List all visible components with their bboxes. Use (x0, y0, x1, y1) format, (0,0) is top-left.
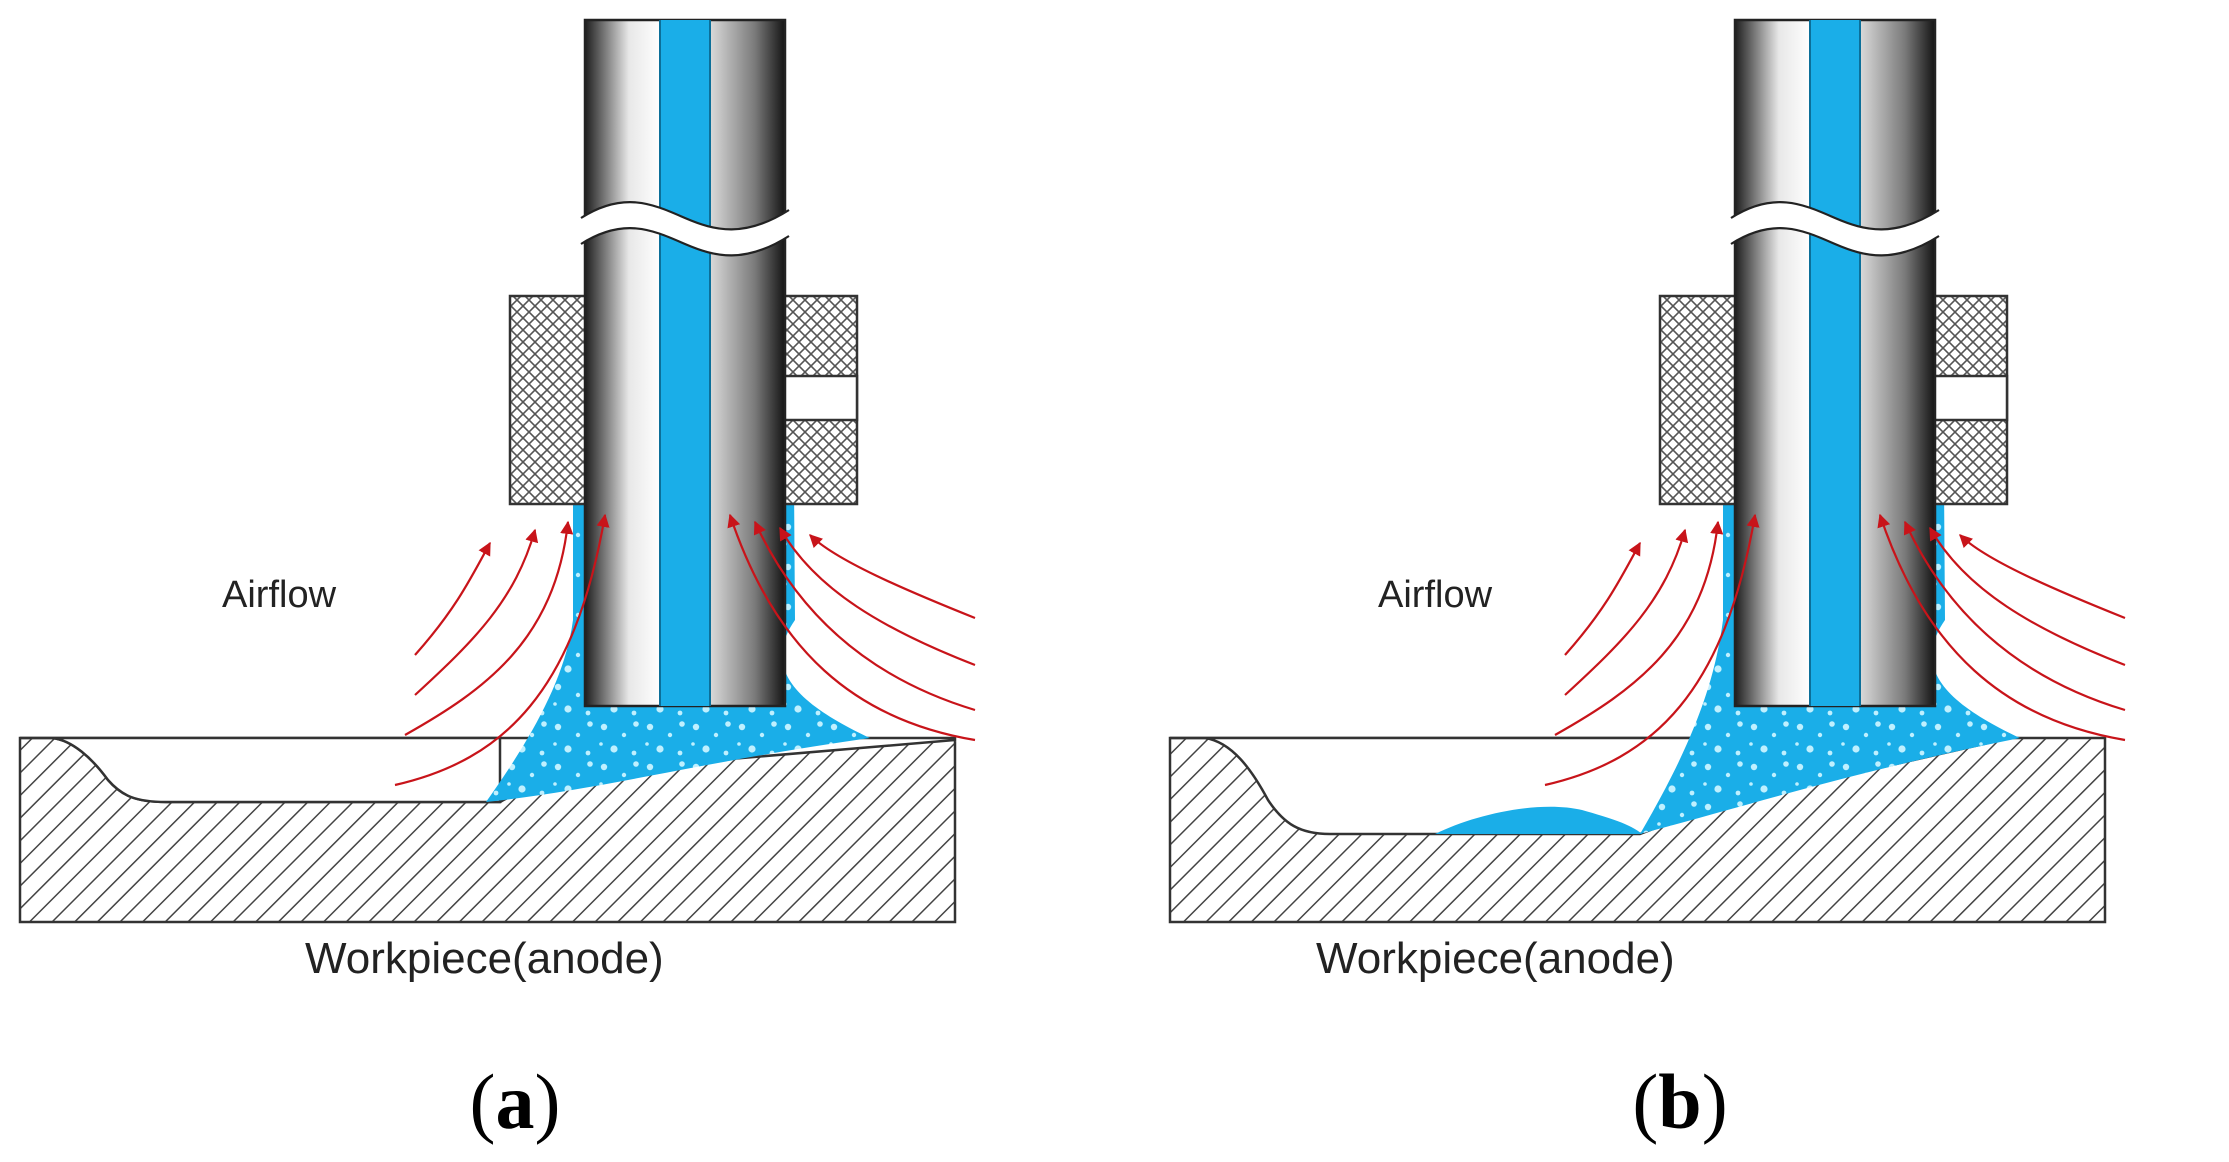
airflow-label-a: Airflow (222, 574, 337, 616)
workpiece-label-a: Workpiece(anode) (305, 934, 664, 983)
caption-close-b: ) (1702, 1058, 1728, 1145)
panel-a: Airflow Workpiece(anode) (a) (18, 18, 975, 1145)
caption-letter-b: b (1658, 1058, 1701, 1145)
caption-open-b: ( (1632, 1058, 1658, 1145)
electrolyte-puddle-b (1435, 806, 1642, 834)
airflow-label-b: Airflow (1378, 574, 1493, 616)
caption-letter-a: a (496, 1058, 535, 1145)
panel-caption-a: (a) (470, 1058, 561, 1145)
caption-open-a: ( (470, 1058, 496, 1145)
panel-caption-b: (b) (1632, 1058, 1727, 1145)
caption-close-a: ) (535, 1058, 561, 1145)
workpiece-label-b: Workpiece(anode) (1316, 934, 1675, 983)
panel-b: Airflow Workpiece(anode) (b) (1168, 18, 2125, 1145)
cavity-a (20, 736, 502, 804)
